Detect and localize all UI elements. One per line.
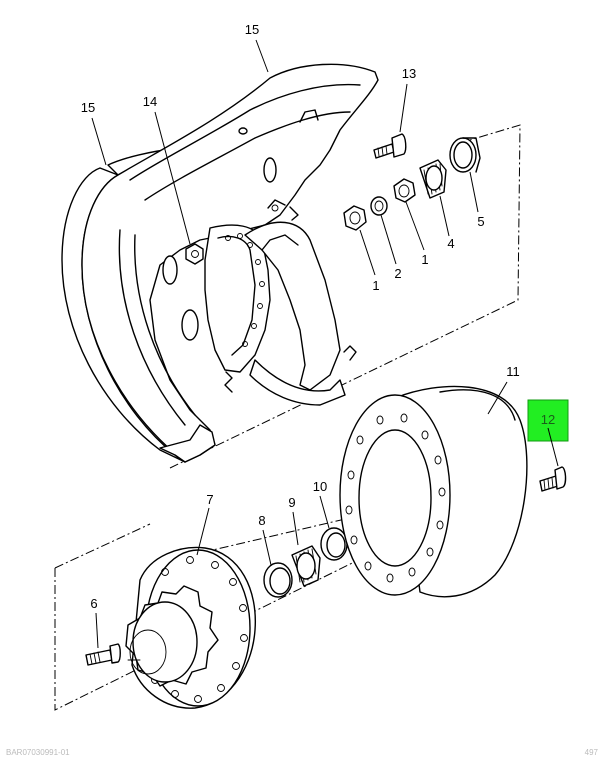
bearing-cup-10[interactable] — [320, 527, 348, 561]
spindle-hardware[interactable] — [343, 137, 481, 231]
callout-15-top: 15 — [245, 22, 259, 37]
highlight-box-12[interactable] — [527, 399, 569, 442]
callout-12: 12 — [541, 412, 555, 427]
drum-bolt-12[interactable] — [539, 466, 567, 492]
brake-drum[interactable] — [339, 385, 528, 598]
wheel-stud-13[interactable] — [373, 133, 407, 159]
callout-7: 7 — [206, 492, 213, 507]
callout-9: 9 — [288, 495, 295, 510]
callout-6: 6 — [90, 596, 97, 611]
oil-seal-8[interactable] — [263, 562, 293, 598]
callout-14: 14 — [143, 94, 157, 109]
callout-10: 10 — [313, 479, 327, 494]
hub-stud-6[interactable] — [85, 643, 121, 666]
callout-5: 5 — [477, 214, 484, 229]
callout-13: 13 — [402, 66, 416, 81]
drum-bolt-holes — [345, 413, 446, 583]
callout-2: 2 — [394, 266, 401, 281]
callout-11: 11 — [506, 364, 520, 379]
callout-1-left: 1 — [372, 278, 379, 293]
footer-right-text: 497 — [584, 748, 598, 757]
wheel[interactable] — [61, 63, 379, 463]
callout-8: 8 — [258, 513, 265, 528]
leader-lines — [91, 39, 559, 649]
footer-left-text: BAR07030991-01 — [6, 748, 70, 757]
wheel-hub[interactable] — [125, 546, 257, 709]
bearing-cone-9[interactable] — [291, 545, 321, 587]
lug-nut-on-wheel[interactable] — [185, 243, 204, 265]
callout-4: 4 — [447, 236, 454, 251]
callout-15-left: 15 — [81, 100, 95, 115]
callout-1-right: 1 — [421, 252, 428, 267]
callout-labels: 15 15 14 13 1 2 1 4 5 11 12 7 8 9 10 6 — [81, 22, 555, 611]
